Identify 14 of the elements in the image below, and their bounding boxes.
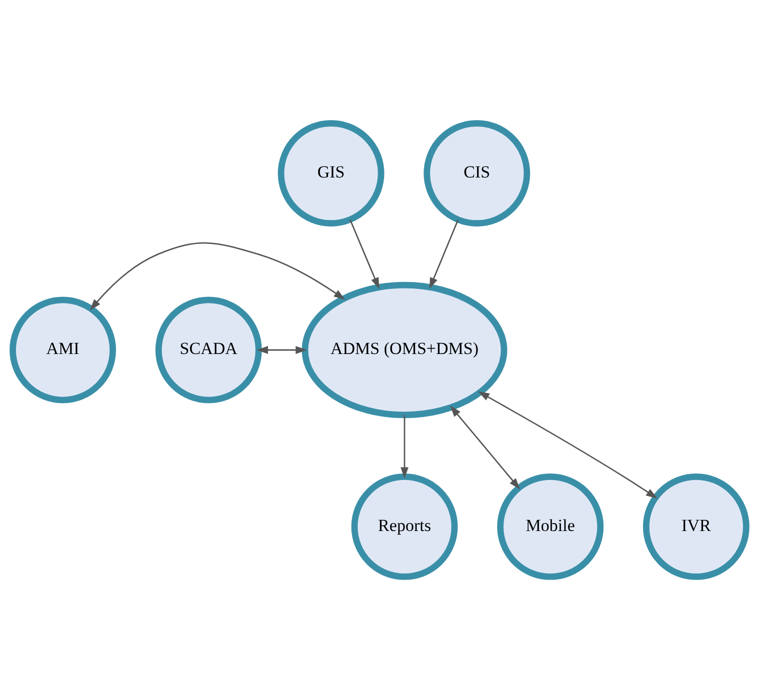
node-circle: CIS bbox=[424, 120, 530, 227]
node-circle: AMI bbox=[10, 296, 116, 404]
arrow bbox=[400, 415, 408, 478]
arrow bbox=[429, 220, 459, 289]
arrow bbox=[478, 391, 658, 499]
node-circle: GIS bbox=[278, 120, 384, 227]
node-circle: Reports bbox=[351, 473, 458, 580]
arrow bbox=[350, 220, 380, 289]
node-circle: Mobile bbox=[497, 473, 604, 580]
arrow bbox=[450, 406, 520, 490]
arrow bbox=[256, 346, 307, 354]
node-circle: SCADA bbox=[155, 296, 262, 404]
arrow bbox=[90, 242, 346, 310]
node-circle: IVR bbox=[642, 473, 750, 580]
